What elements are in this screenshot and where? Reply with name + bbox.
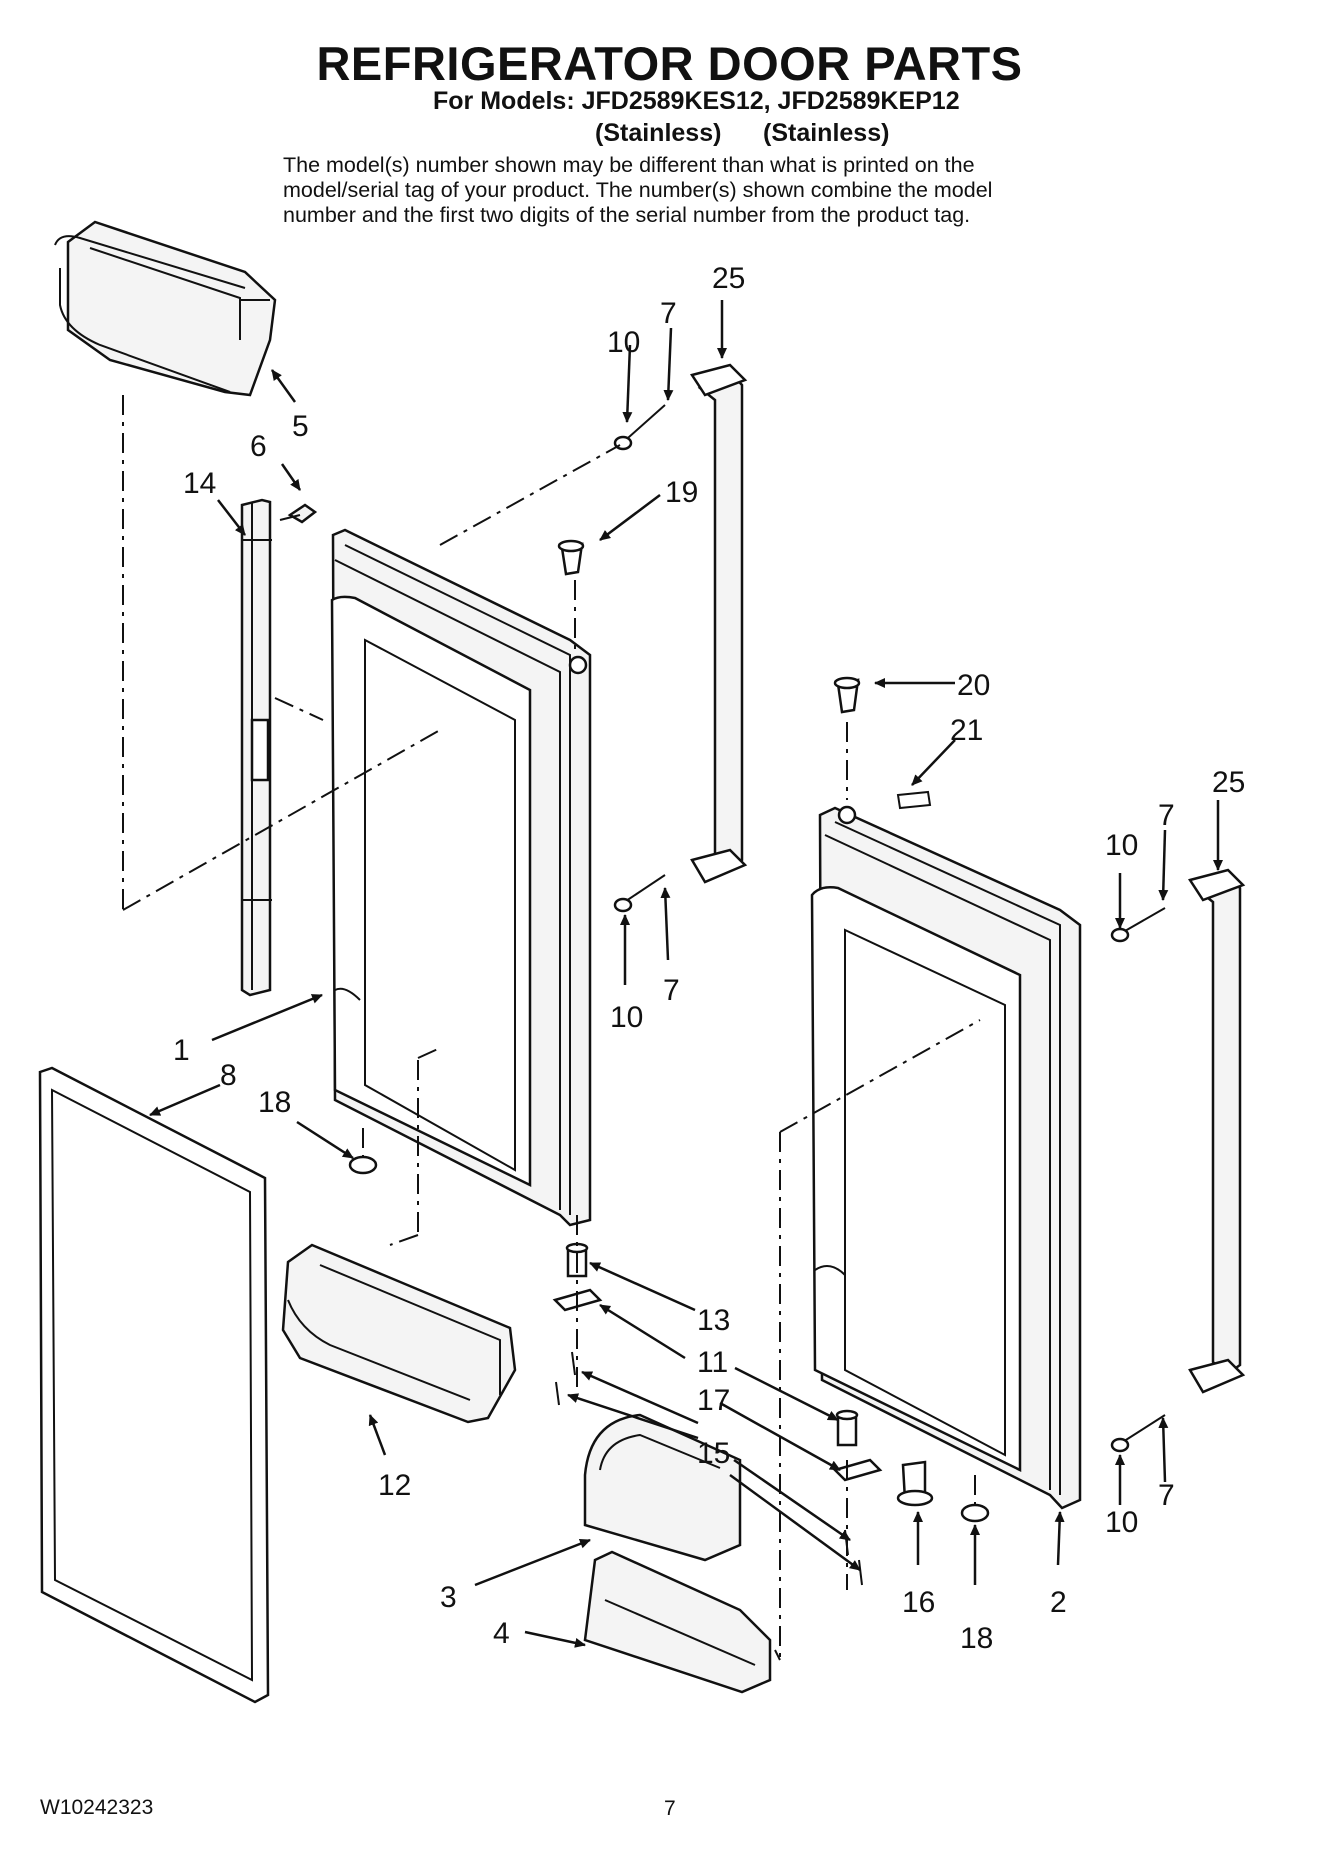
callout-1: 1 <box>173 1034 190 1067</box>
callout-25-right: 25 <box>1212 766 1245 799</box>
callout-20: 20 <box>957 669 990 702</box>
callout-3: 3 <box>440 1581 457 1614</box>
callout-7-bottom-right: 7 <box>1158 1479 1175 1512</box>
callout-10-top-left: 10 <box>607 326 640 359</box>
callout-12: 12 <box>378 1469 411 1502</box>
callout-18-right: 18 <box>960 1622 993 1655</box>
callout-4: 4 <box>493 1617 510 1650</box>
model-variant-2: (Stainless) <box>763 119 890 147</box>
door-gasket-part-8 <box>38 1066 270 1704</box>
door-bin-lower-part-12 <box>281 1243 517 1424</box>
cap-part-20 <box>833 676 861 714</box>
callout-5: 5 <box>292 410 309 443</box>
callout-10-mid-left: 10 <box>610 1001 643 1034</box>
callout-2: 2 <box>1050 1586 1067 1619</box>
callout-25-left: 25 <box>712 262 745 295</box>
hinge-cam-part-16 <box>896 1460 934 1507</box>
callout-8: 8 <box>220 1059 237 1092</box>
door-handle-right-part-25 <box>1188 868 1246 1394</box>
callout-11: 11 <box>697 1346 728 1379</box>
door-right-part-2 <box>810 805 1082 1510</box>
screws-part-15-left <box>555 1351 576 1406</box>
page-number: 7 <box>664 1797 676 1820</box>
models-line: For Models: JFD2589KES12, JFD2589KEP12 <box>433 87 960 115</box>
callout-10-bottom-right: 10 <box>1105 1506 1138 1539</box>
door-left-part-1 <box>330 528 592 1227</box>
callout-18-left: 18 <box>258 1086 291 1119</box>
model-number-note: The model(s) number shown may be differe… <box>283 153 1083 228</box>
document-number: W10242323 <box>40 1796 154 1819</box>
callout-16: 16 <box>902 1586 935 1619</box>
hinge-pin-part-11 <box>835 1409 859 1447</box>
cap-part-19 <box>557 539 585 576</box>
page-title: REFRIGERATOR DOOR PARTS <box>316 37 1023 90</box>
callout-21: 21 <box>950 714 983 747</box>
dash-dot-alignment-lines <box>122 395 981 1661</box>
hinge-trim-part-14 <box>240 498 272 997</box>
dispenser-cover-part-3 <box>583 1413 742 1562</box>
screw-part-6 <box>279 503 318 524</box>
door-handle-left-part-25 <box>690 363 748 884</box>
callout-14: 14 <box>183 467 216 500</box>
dispenser-bin-part-4 <box>583 1550 772 1694</box>
callout-arrows <box>149 300 1223 1648</box>
callout-6: 6 <box>250 430 267 463</box>
callout-10-top-right: 10 <box>1105 829 1138 862</box>
label-part-21 <box>896 790 932 810</box>
note-line-1: The model(s) number shown may be differe… <box>283 153 975 177</box>
callout-19: 19 <box>665 476 698 509</box>
model-variant-1: (Stainless) <box>595 119 722 147</box>
door-bin-top-part-5 <box>54 220 277 397</box>
callout-13: 13 <box>697 1304 730 1337</box>
callout-numbers: 5 6 14 10 7 25 19 20 21 25 7 10 10 7 1 8… <box>173 262 1245 1655</box>
callout-7-top-right: 7 <box>1158 799 1175 832</box>
bumper-part-18-left <box>348 1155 378 1175</box>
callout-7-top-left: 7 <box>660 297 677 330</box>
callout-7-mid-left: 7 <box>663 974 680 1007</box>
callout-17: 17 <box>697 1384 730 1417</box>
note-line-3: number and the first two digits of the s… <box>283 203 971 227</box>
bumper-part-18-right <box>960 1503 990 1523</box>
note-line-2: model/serial tag of your product. The nu… <box>283 178 993 202</box>
hinge-bracket-part-17-right <box>832 1458 883 1482</box>
callout-15: 15 <box>697 1437 730 1470</box>
